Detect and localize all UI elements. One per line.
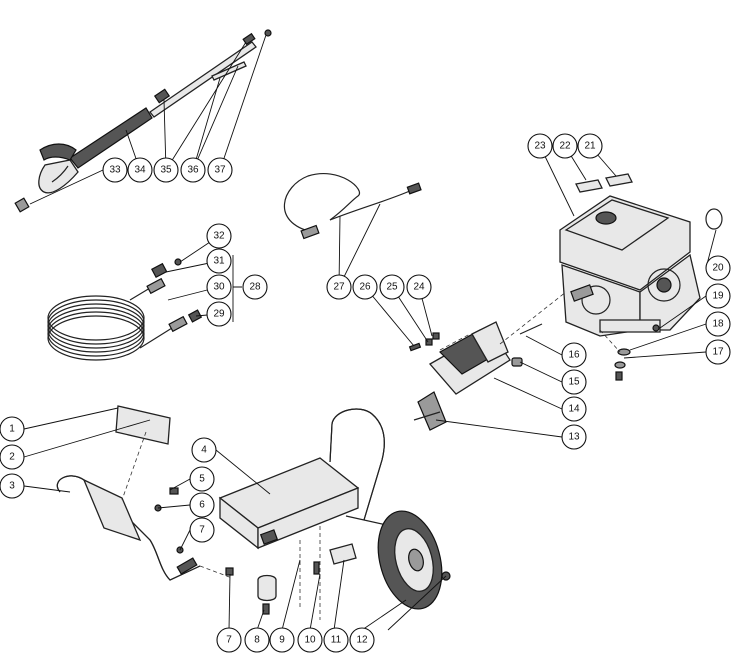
callout-12: 12 bbox=[349, 627, 375, 653]
callout-32-label: 32 bbox=[213, 231, 225, 242]
callout-32: 32 bbox=[206, 223, 232, 249]
callout-22: 22 bbox=[552, 133, 578, 159]
callout-11: 11 bbox=[323, 627, 349, 653]
callouts: 1 2 3 4 5 6 7 7 8 9 10 11 12 13 14 15 16… bbox=[0, 133, 731, 653]
callout-26: 26 bbox=[352, 274, 378, 300]
callout-15-label: 15 bbox=[568, 377, 580, 388]
callout-35: 35 bbox=[153, 157, 179, 183]
callout-14-label: 14 bbox=[568, 404, 580, 415]
callout-20-label: 20 bbox=[712, 263, 724, 274]
callout-1: 1 bbox=[0, 416, 25, 442]
callout-37: 37 bbox=[207, 157, 233, 183]
callout-17-label: 17 bbox=[712, 347, 724, 358]
callout-29: 29 bbox=[206, 301, 232, 327]
callout-25: 25 bbox=[379, 274, 405, 300]
callout-36-label: 36 bbox=[187, 165, 199, 176]
callout-35-label: 35 bbox=[160, 165, 172, 176]
callout-28-label: 28 bbox=[249, 282, 261, 293]
extension-hose bbox=[283, 173, 422, 240]
callout-36: 36 bbox=[180, 157, 206, 183]
callout-18: 18 bbox=[705, 311, 731, 337]
callout-20: 20 bbox=[705, 255, 731, 281]
callout-37-label: 37 bbox=[214, 165, 226, 176]
callout-27-label: 27 bbox=[333, 282, 345, 293]
callout-21: 21 bbox=[577, 133, 603, 159]
callout-5: 5 bbox=[189, 466, 215, 492]
callout-4: 4 bbox=[191, 437, 217, 463]
callout-3-label: 3 bbox=[9, 481, 15, 492]
callout-15: 15 bbox=[561, 369, 587, 395]
callout-23-label: 23 bbox=[534, 141, 546, 152]
spray-gun-assembly bbox=[14, 29, 272, 213]
callout-9: 9 bbox=[269, 627, 295, 653]
hose-assembly bbox=[47, 258, 203, 361]
callout-28: 28 bbox=[242, 274, 268, 300]
callout-19: 19 bbox=[705, 283, 731, 309]
callout-31: 31 bbox=[206, 248, 232, 274]
callout-26-label: 26 bbox=[359, 282, 371, 293]
frame-assembly bbox=[56, 405, 451, 615]
callout-34-label: 34 bbox=[134, 165, 146, 176]
callout-29-label: 29 bbox=[213, 309, 225, 320]
callout-6: 6 bbox=[189, 492, 215, 518]
callout-10: 10 bbox=[297, 627, 323, 653]
callout-16: 16 bbox=[561, 342, 587, 368]
callout-4-label: 4 bbox=[201, 445, 207, 456]
pump-assembly bbox=[408, 321, 543, 431]
callout-33-label: 33 bbox=[109, 165, 121, 176]
callout-14: 14 bbox=[561, 396, 587, 422]
callout-7-lower-label: 7 bbox=[226, 635, 232, 646]
engine-assembly bbox=[559, 173, 723, 381]
callout-34: 34 bbox=[127, 157, 153, 183]
callout-6-label: 6 bbox=[199, 500, 205, 511]
callout-24-label: 24 bbox=[413, 282, 425, 293]
callout-30: 30 bbox=[206, 274, 232, 300]
callout-7-upper: 7 bbox=[189, 517, 215, 543]
callout-2-label: 2 bbox=[9, 452, 15, 463]
callout-22-label: 22 bbox=[559, 141, 571, 152]
callout-8-label: 8 bbox=[254, 635, 260, 646]
callout-3: 3 bbox=[0, 473, 25, 499]
assembly-guides bbox=[121, 291, 621, 620]
callout-33: 33 bbox=[102, 157, 128, 183]
callout-2: 2 bbox=[0, 444, 25, 470]
callout-11-label: 11 bbox=[331, 635, 342, 646]
callout-13: 13 bbox=[561, 424, 587, 450]
callout-10-label: 10 bbox=[304, 635, 316, 646]
callout-23: 23 bbox=[527, 133, 553, 159]
callout-27: 27 bbox=[326, 274, 352, 300]
callout-18-label: 18 bbox=[712, 319, 724, 330]
callout-1-label: 1 bbox=[9, 424, 15, 435]
callout-5-label: 5 bbox=[199, 474, 205, 485]
callout-19-label: 19 bbox=[712, 291, 724, 302]
callout-9-label: 9 bbox=[279, 635, 285, 646]
callout-7-upper-label: 7 bbox=[199, 525, 205, 536]
callout-12-label: 12 bbox=[356, 635, 368, 646]
callout-30-label: 30 bbox=[213, 282, 225, 293]
callout-13-label: 13 bbox=[568, 432, 580, 443]
callout-25-label: 25 bbox=[386, 282, 398, 293]
callout-21-label: 21 bbox=[584, 141, 596, 152]
callout-24: 24 bbox=[406, 274, 432, 300]
callout-16-label: 16 bbox=[568, 350, 580, 361]
callout-17: 17 bbox=[705, 339, 731, 365]
callout-7-lower: 7 bbox=[216, 627, 242, 653]
callout-31-label: 31 bbox=[213, 256, 225, 267]
callout-8: 8 bbox=[244, 627, 270, 653]
